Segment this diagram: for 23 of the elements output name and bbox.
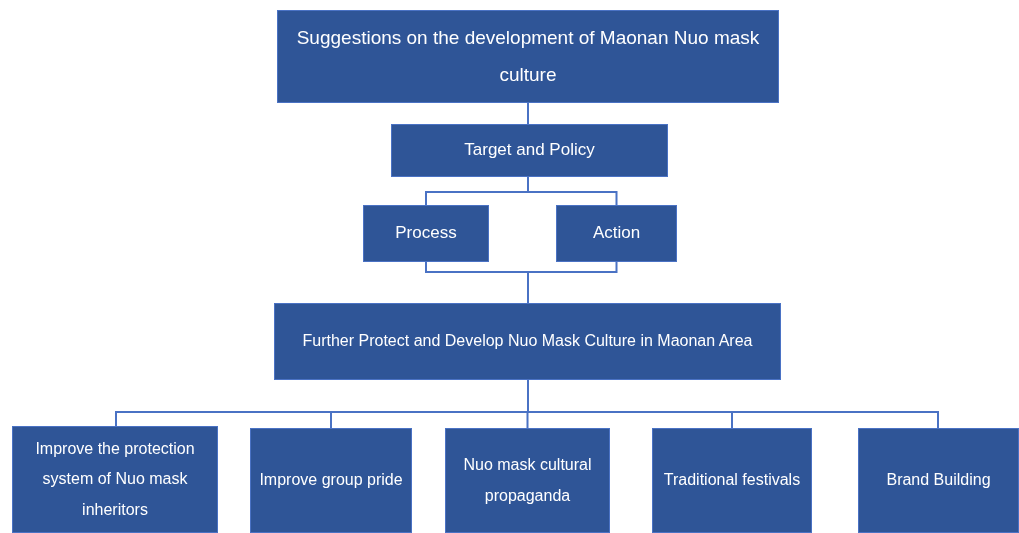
box-label: Process [395,222,457,245]
box-label: Improve the protection system of Nuo mask inheritors [34,438,196,520]
box-label: Brand Building [886,470,991,491]
connector-line [527,102,529,125]
process-box [445,428,610,533]
box-label: Traditional festivals [663,470,801,491]
process-box [277,10,779,103]
process-box [363,205,489,262]
process-box [274,303,781,380]
process-box [652,428,812,533]
process-box [391,124,668,177]
connector-line [527,261,618,304]
process-box [858,428,1019,533]
connector-line [527,176,618,206]
box-label: Further Protect and Develop Nuo Mask Culture in Maonan Area [302,331,753,352]
process-box [12,426,218,533]
box-label: Nuo mask cultural propaganda [462,455,593,506]
process-box [250,428,412,533]
box-label: Action [592,222,641,245]
box-label: Target and Policy [464,139,595,162]
box-label: Improve group pride [259,470,403,491]
box-label: Suggestions on the development of Maonan Nuo mask culture [295,26,761,87]
process-box [556,205,677,262]
